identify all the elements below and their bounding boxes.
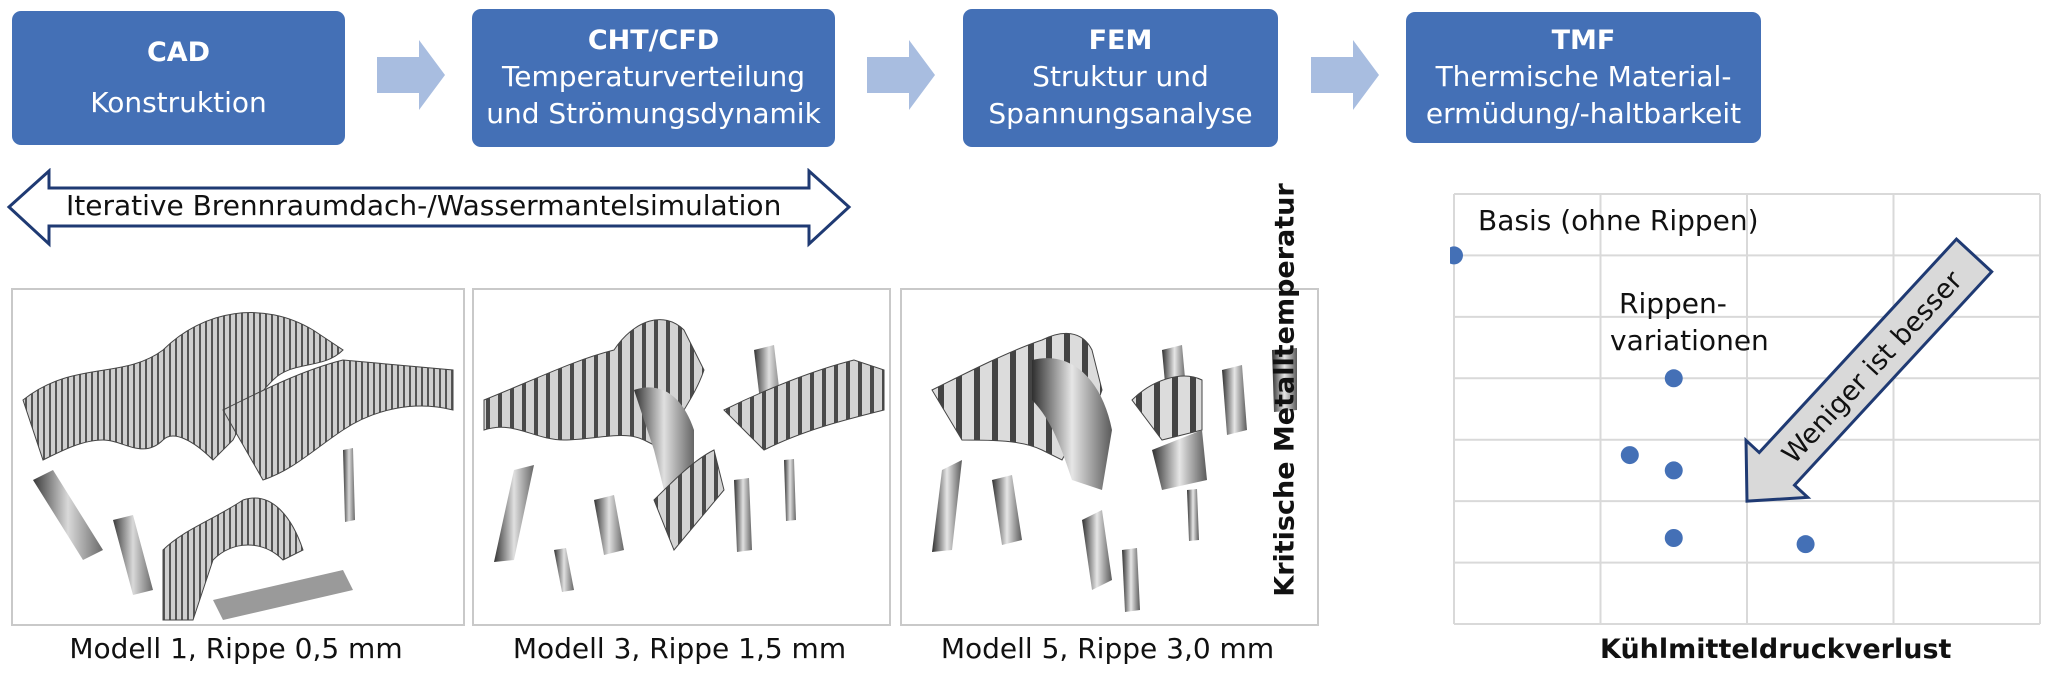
model-1-image	[11, 288, 465, 626]
annotation-variations-1: Rippen-	[1619, 287, 1727, 320]
model-5-image	[900, 288, 1319, 626]
annotation-base: Basis (ohne Rippen)	[1478, 204, 1759, 237]
model-3-caption: Modell 3, Rippe 1,5 mm	[512, 632, 847, 665]
step-cad: CAD Konstruktion	[12, 11, 345, 145]
step-title: TMF	[1551, 24, 1616, 56]
flow-arrow-3-icon	[1311, 40, 1379, 110]
y-axis-label: Kritische Metalltemperatur	[1269, 183, 1301, 597]
flow-arrow-1-icon	[377, 40, 445, 110]
annotation-variations-2: variationen	[1610, 324, 1769, 357]
data-point-variation	[1796, 535, 1815, 554]
model-5-caption: Modell 5, Rippe 3,0 mm	[940, 632, 1275, 665]
step-line2: Spannungsanalyse	[988, 97, 1253, 130]
data-point-variation	[1664, 461, 1683, 480]
step-line2: ermüdung/-haltbarkeit	[1425, 96, 1742, 130]
data-point-variation	[1620, 446, 1639, 465]
step-line1: Struktur und	[1032, 60, 1209, 93]
step-line1: Konstruktion	[90, 85, 267, 119]
model-1-caption: Modell 1, Rippe 0,5 mm	[69, 632, 403, 665]
model-3-geometry	[483, 319, 885, 592]
step-title: CHT/CFD	[587, 25, 720, 56]
step-fem: FEM Struktur und Spannungsanalyse	[963, 9, 1278, 147]
data-point-base	[1450, 246, 1463, 265]
step-tmf: TMF Thermische Material- ermüdung/-haltb…	[1406, 12, 1761, 143]
step-cht-cfd: CHT/CFD Temperaturverteilung und Strömun…	[472, 9, 835, 147]
data-point-variation	[1664, 529, 1683, 547]
iteration-double-arrow-icon	[6, 168, 852, 248]
iteration-label: Iterative Brennraumdach-/Wassermantelsim…	[66, 189, 782, 222]
step-line1: Thermische Material-	[1435, 59, 1732, 93]
model-5-geometry	[931, 332, 1297, 612]
step-title: FEM	[1088, 25, 1153, 56]
flow-arrow-2-icon	[867, 40, 935, 110]
data-point-variation	[1664, 369, 1683, 388]
x-axis-label: Kühlmitteldruckverlust	[1600, 634, 1952, 665]
model-3-image	[472, 288, 891, 626]
scatter-chart: Weniger ist besser	[1450, 193, 2041, 625]
step-line2: und Strömungsdynamik	[486, 97, 821, 130]
step-title: CAD	[146, 36, 211, 68]
step-line1: Temperaturverteilung	[501, 60, 806, 93]
model-1-geometry	[22, 312, 454, 621]
